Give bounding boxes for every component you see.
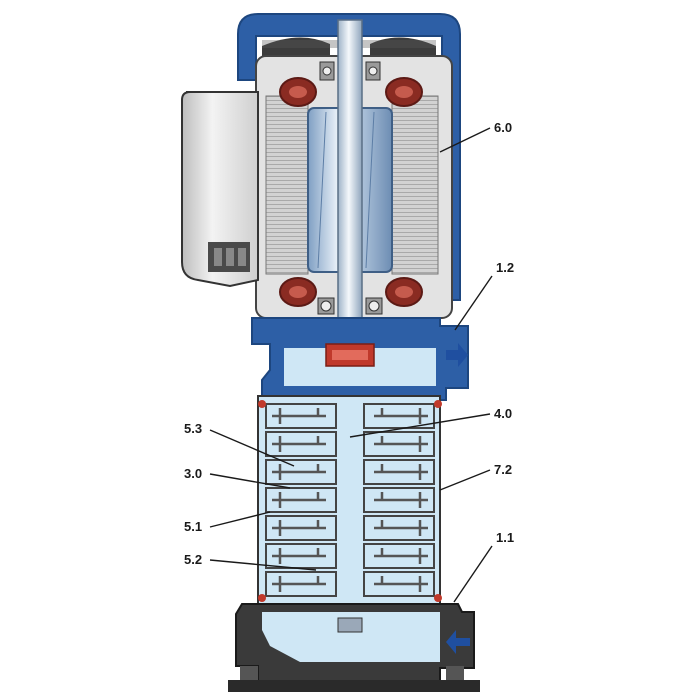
stage-right	[363, 431, 435, 457]
label-1-2: 1.2	[496, 260, 514, 275]
label-5-2: 5.2	[184, 552, 202, 567]
pump-head	[251, 317, 469, 401]
stage-right	[363, 403, 435, 429]
impeller-vane	[374, 576, 428, 592]
impeller-vane	[374, 408, 428, 424]
impeller-vane	[374, 548, 428, 564]
stator-right	[391, 95, 439, 275]
impeller-vane	[272, 492, 326, 508]
impeller-vane	[272, 436, 326, 452]
stator-windings-top	[279, 77, 423, 107]
stage-right	[363, 571, 435, 597]
label-7-2: 7.2	[494, 462, 512, 477]
stage-right	[363, 459, 435, 485]
stage-left	[265, 431, 337, 457]
stage-left	[265, 459, 337, 485]
arrow-left-icon	[446, 630, 470, 654]
bearing-bottom	[317, 297, 383, 315]
label-5-1: 5.1	[184, 519, 202, 534]
base-plate	[228, 680, 480, 692]
stage-left	[265, 571, 337, 597]
stage-left	[265, 515, 337, 541]
label-5-3: 5.3	[184, 421, 202, 436]
stage-stack	[257, 395, 442, 609]
outlet-flow-channel	[284, 348, 436, 386]
callout-diffuser: 5.3	[184, 421, 295, 467]
impeller-vane	[374, 464, 428, 480]
pump-base	[228, 603, 480, 692]
arrow-right-icon	[446, 343, 468, 367]
impeller-vane	[272, 548, 326, 564]
stage-left	[265, 403, 337, 429]
callout-spacer: 5.2	[184, 552, 317, 571]
terminal-box	[181, 91, 259, 288]
callout-motor: 6.0	[439, 120, 512, 153]
impeller-vane	[272, 520, 326, 536]
bearing-top	[319, 61, 381, 81]
impeller-vane	[272, 576, 326, 592]
label-1-1: 1.1	[496, 530, 514, 545]
impeller-vane	[374, 492, 428, 508]
callout-shaft: 4.0	[349, 406, 512, 438]
stator-windings-bottom	[279, 277, 423, 307]
callout-impeller: 3.0	[184, 466, 291, 489]
label-3-0: 3.0	[184, 466, 202, 481]
stage-right	[363, 515, 435, 541]
callout-sleeve: 7.2	[439, 462, 512, 491]
stage-left	[265, 487, 337, 513]
inlet-flow-channel	[262, 612, 440, 662]
stage-right	[363, 543, 435, 569]
impeller-vane	[374, 520, 428, 536]
label-6-0: 6.0	[494, 120, 512, 135]
callout-outlet: 1.2	[454, 260, 514, 331]
callout-stage-casing: 5.1	[184, 511, 271, 534]
impeller-vane	[272, 464, 326, 480]
stator-left	[265, 95, 309, 275]
callout-inlet: 1.1	[453, 530, 514, 603]
stage-right	[363, 487, 435, 513]
impeller-vane	[374, 436, 428, 452]
label-4-0: 4.0	[494, 406, 512, 421]
impeller-vane	[272, 408, 326, 424]
motor-assembly	[181, 13, 461, 319]
